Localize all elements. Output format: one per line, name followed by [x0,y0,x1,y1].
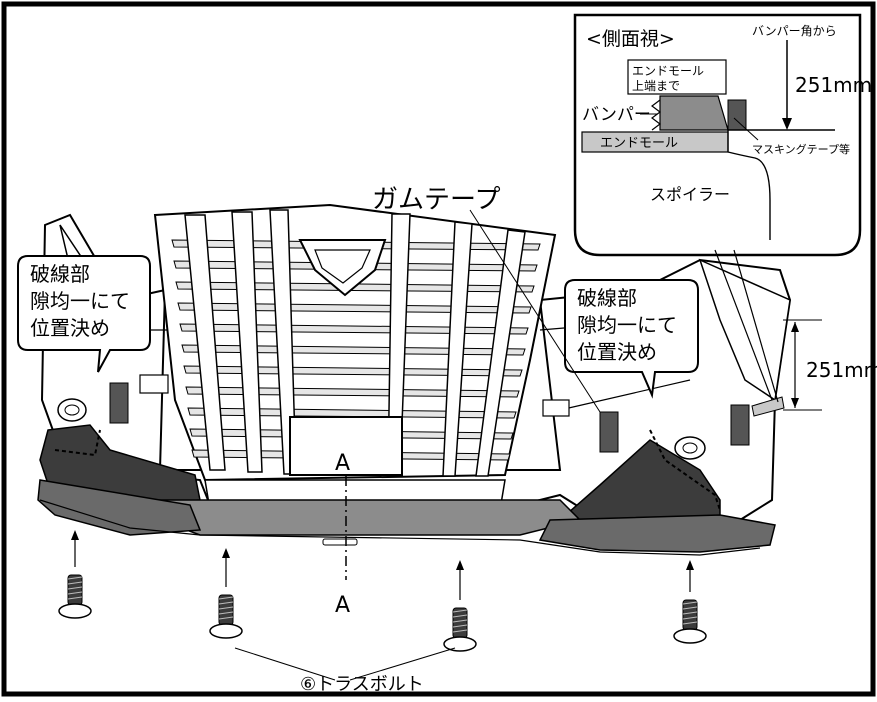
grille-bar [177,302,532,314]
truss-bolt [443,560,477,652]
left-dashed-line [54,429,101,457]
grille-pillars [184,209,526,477]
left-sensor-recess [139,374,169,394]
side-view-inset: <側面視> バンパー角から エンドモール 上端まで バンパー エンドモール スポ… [573,13,872,257]
inset-bumper-label: バンパー [582,105,651,125]
inset-title: <側面視> [586,28,675,50]
gum-tape-label: ガムテープ [372,185,500,215]
truss-bolt [209,548,243,639]
truss-bolt [673,560,707,644]
callout-right: 破線部 隙均一にて 位置決め [564,279,699,399]
license-plate [289,416,403,476]
inset-masking-tape-label: マスキングテープ等 [752,142,850,156]
grille-bar [187,407,517,419]
inset-spoiler-label: スポイラー [650,185,730,204]
gum-tape-patch-right [599,411,619,453]
bolt-leaders [234,647,456,681]
front-spoiler [37,424,776,556]
grille-bar [185,386,520,398]
grille-bars [171,239,541,461]
right-sensor-recess [542,399,570,417]
truss-bolt-label: ⑥トラスボルト [300,674,424,695]
inset-from-corner: バンパー角から [752,24,837,38]
side-dimension-label: 251mm [806,358,877,382]
callout-right-line3: 位置決め [577,340,657,364]
callout-left-line1: 破線部 [30,262,90,286]
grille-bar [183,365,523,377]
side-dimension: 251mm [783,319,877,411]
gum-tape-patch-left [109,382,129,424]
inset-end-mold-label: エンドモール [600,136,678,151]
truss-bolt [58,530,92,619]
grille-bar [181,344,526,356]
callout-left-line2: 隙均一にて [30,289,130,313]
section-label-bottom: A [335,593,350,618]
inset-end-mold-top-line1: エンドモール [632,64,704,78]
inset-dimension-label: 251mm [795,73,872,97]
callout-left: 破線部 隙均一にて 位置決め [17,255,151,373]
inset-end-mold-top-line2: 上端まで [632,79,680,93]
callout-right-line1: 破線部 [577,286,637,310]
gum-tape-leader [469,209,601,413]
section-line: A A [335,451,350,618]
grille-bar [179,323,529,335]
right-dashed-line [649,429,721,511]
center-lip [159,499,582,536]
callout-left-line3: 位置決め [30,316,110,340]
section-label-top: A [335,451,350,476]
inset-leader-2 [733,249,779,403]
emblem [298,239,387,297]
inset-leader-1 [714,249,773,401]
truss-bolts [58,530,707,652]
callout-right-line2: 隙均一にて [577,313,677,337]
gum-tape-patch-side [730,404,750,446]
